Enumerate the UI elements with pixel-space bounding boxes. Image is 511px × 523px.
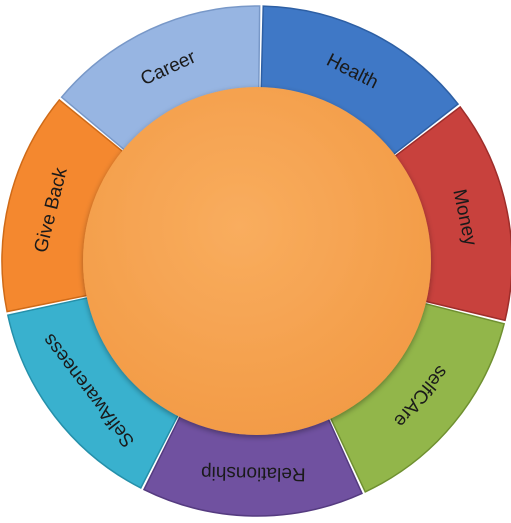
- segment-health: Health: [259, 5, 460, 170]
- center-circle: [83, 87, 431, 435]
- segment-relationship-label: Relationship: [201, 462, 306, 485]
